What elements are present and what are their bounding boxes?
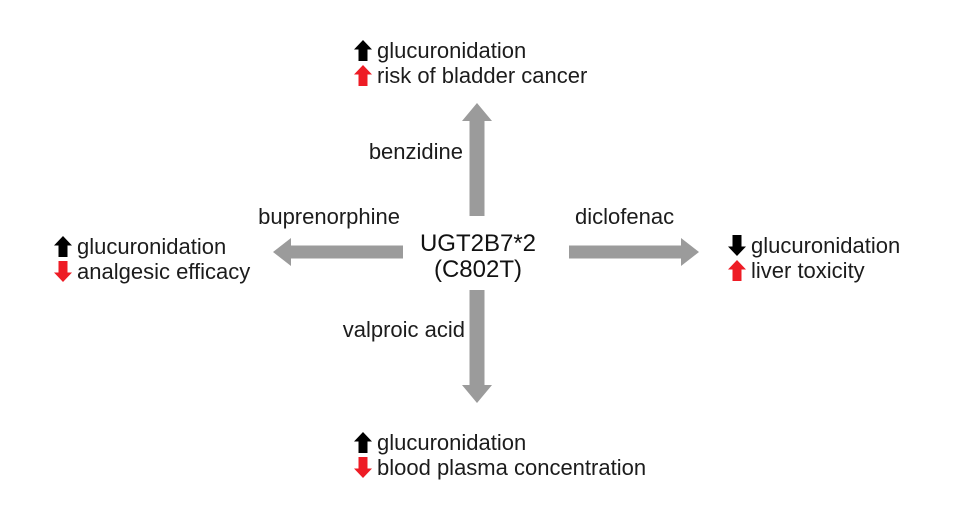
effect-line: glucuronidation [354,430,646,455]
effect-line: analgesic efficacy [54,259,250,284]
drug-label-benzidine: benzidine [368,139,463,164]
gray-arrow-left-icon [273,238,403,266]
up-arrow-icon [354,432,372,453]
valproic-acid-effects-block: glucuronidation blood plasma concentrati… [354,430,646,480]
effect-label: glucuronidation [377,429,527,455]
drug-label-buprenorphine: buprenorphine [258,204,400,229]
effect-line: glucuronidation [354,38,587,63]
gene-node: UGT2B7*2 (C802T) [378,231,578,283]
effect-line: blood plasma concentration [354,455,646,480]
gene-name-label: UGT2B7*2 [419,230,537,257]
up-arrow-icon [728,260,746,281]
up-arrow-icon [354,40,372,61]
effect-line: glucuronidation [54,234,250,259]
drug-label-diclofenac: diclofenac [575,204,675,229]
drug-label-valproic-acid: valproic acid [342,317,465,342]
diclofenac-effects-block: glucuronidation liver toxicity [728,233,900,283]
down-arrow-icon [354,457,372,478]
effect-label: liver toxicity [751,257,865,283]
down-arrow-icon [54,261,72,282]
up-arrow-icon [354,65,372,86]
gray-arrow-up-icon [462,103,492,216]
effect-line: liver toxicity [728,258,900,283]
effect-label: risk of bladder cancer [377,62,588,88]
effect-label: analgesic efficacy [77,258,251,284]
benzidine-effects-block: glucuronidation risk of bladder cancer [354,38,587,88]
buprenorphine-effects-block: glucuronidation analgesic efficacy [54,234,250,284]
effect-line: risk of bladder cancer [354,63,587,88]
effect-label: glucuronidation [77,233,227,259]
effect-label: blood plasma concentration [377,454,647,480]
gray-arrow-down-icon [462,290,492,403]
effect-label: glucuronidation [377,37,527,63]
gene-variant-label: (C802T) [433,256,523,283]
gray-arrow-right-icon [569,238,699,266]
down-arrow-icon [728,235,746,256]
effect-label: glucuronidation [751,232,901,258]
effect-line: glucuronidation [728,233,900,258]
up-arrow-icon [54,236,72,257]
